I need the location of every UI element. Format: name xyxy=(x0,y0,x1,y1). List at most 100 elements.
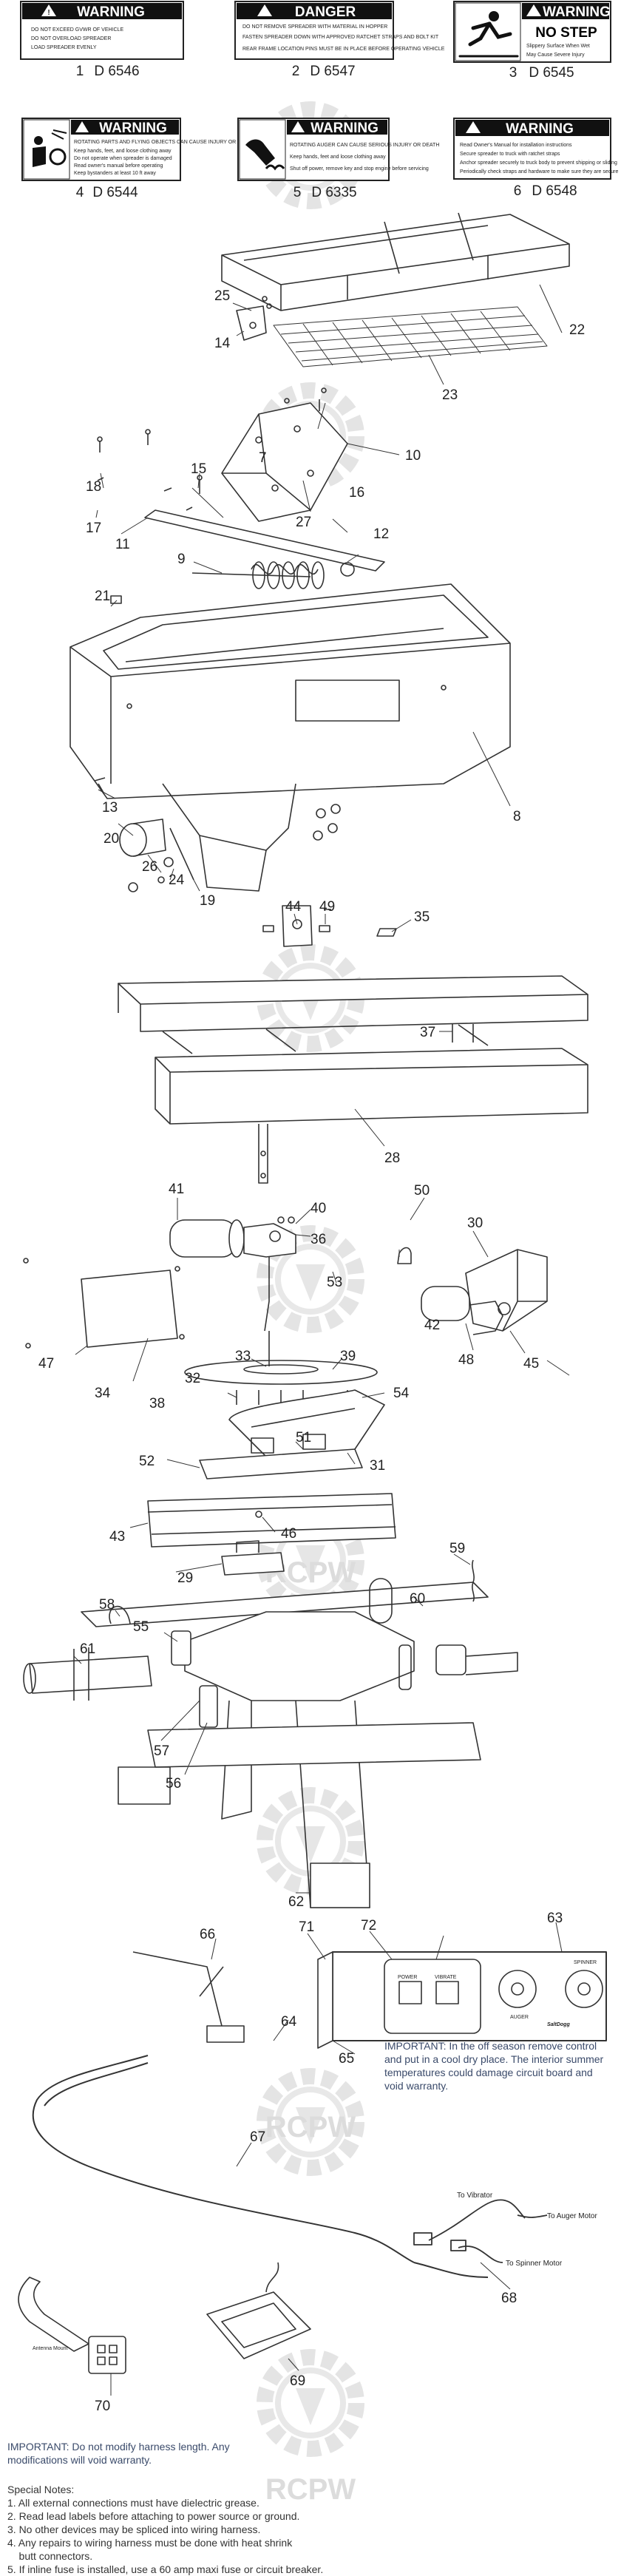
decal-6-header: WARNING xyxy=(506,121,574,137)
part-pins-right xyxy=(398,1644,518,1690)
decal-1-line-3: LOAD SPREADER EVENLY xyxy=(31,45,97,50)
callout-15: 15 xyxy=(191,461,206,477)
decal-1-line-1: DO NOT EXCEED GVWR OF VEHICLE xyxy=(31,27,123,33)
callout-26: 26 xyxy=(142,859,157,875)
decal-4-line-4: Read owner's manual before operating xyxy=(74,163,163,169)
decal-3: WARNING NO STEP Slippery Surface When We… xyxy=(453,1,611,81)
controller-brand: SaltDogg xyxy=(547,2022,570,2027)
decal-1-header: WARNING xyxy=(77,4,145,20)
callout-27: 27 xyxy=(296,515,311,530)
decal-6-line-2: Secure spreader to truck with ratchet st… xyxy=(460,152,560,157)
special-note-5: 5. If inline fuse is installed, use a 60… xyxy=(7,2563,324,2575)
label-antenna-mount: Antenna Mount xyxy=(33,2346,68,2351)
callout-38: 38 xyxy=(149,1396,165,1411)
part-62-hitch xyxy=(81,1578,489,1908)
decal-4-code: D 6544 xyxy=(92,185,138,200)
callout-47: 47 xyxy=(38,1356,54,1372)
decal-4-line-1: ROTATING PARTS AND FLYING OBJECTS CAN CA… xyxy=(74,140,254,145)
part-69-bag xyxy=(206,2262,311,2359)
callout-36: 36 xyxy=(310,1232,326,1247)
decal-5-number: 5 xyxy=(293,185,302,200)
special-notes-title: Special Notes: xyxy=(7,2484,75,2495)
callout-33: 33 xyxy=(235,1349,251,1364)
callout-32: 32 xyxy=(185,1371,200,1386)
callout-46: 46 xyxy=(281,1526,296,1542)
controller-auger-label: AUGER xyxy=(510,2015,529,2020)
callout-22: 22 xyxy=(569,322,585,338)
callout-25: 25 xyxy=(214,288,230,304)
callout-40: 40 xyxy=(310,1201,326,1216)
decal-6-line-3: Anchor spreader securely to truck body t… xyxy=(460,160,617,166)
callout-12: 12 xyxy=(373,526,389,542)
part-31-chute xyxy=(228,1389,385,1465)
slip-hazard-icon xyxy=(458,11,519,58)
callout-42: 42 xyxy=(424,1318,440,1333)
special-note-4: 4. Any repairs to wiring harness must be… xyxy=(7,2537,293,2549)
special-notes: Special Notes: 1. All external connectio… xyxy=(7,2483,614,2576)
decal-3-subheader: NO STEP xyxy=(535,25,597,41)
decal-1-line-2: DO NOT OVERLOAD SPREADER xyxy=(31,36,111,41)
part-41-motor xyxy=(169,1216,296,1332)
callout-16: 16 xyxy=(349,485,364,501)
decal-5-line-3: Shut off power, remove key and stop engi… xyxy=(290,166,429,172)
callout-57: 57 xyxy=(154,1743,169,1759)
part-32-spinner-disc xyxy=(184,1331,378,1405)
callout-62: 62 xyxy=(288,1894,304,1910)
decal-2-line-2: FASTEN SPREADER DOWN WITH APPROVED RATCH… xyxy=(242,35,439,40)
decal-4-header: WARNING xyxy=(99,121,167,136)
part-11-flap xyxy=(144,509,385,572)
callout-63: 63 xyxy=(547,1911,563,1926)
part-34-plate xyxy=(23,1258,185,1349)
callout-54: 54 xyxy=(393,1386,410,1401)
part-52-deflector xyxy=(199,1434,363,1479)
callout-10: 10 xyxy=(405,448,421,464)
part-20-motor xyxy=(119,804,341,892)
callout-60: 60 xyxy=(410,1591,425,1607)
part-67-harness xyxy=(32,2055,489,2278)
decal-3-line-2: May Cause Severe Injury xyxy=(526,52,585,58)
callout-20: 20 xyxy=(104,831,119,847)
special-note-2: 2. Read lead labels before attaching to … xyxy=(7,2510,300,2522)
callout-43: 43 xyxy=(109,1529,125,1545)
part-63-controller xyxy=(317,1951,607,2049)
decal-4-line-2: Keep hands, feet, and loose clothing awa… xyxy=(74,149,172,154)
callout-52: 52 xyxy=(139,1454,155,1469)
callout-29: 29 xyxy=(177,1570,193,1586)
callout-14: 14 xyxy=(214,336,231,351)
part-23-grate xyxy=(273,306,548,367)
callout-72: 72 xyxy=(361,1918,376,1933)
label-to-vibrator: To Vibrator xyxy=(457,2192,493,2200)
decal-6-line-4: Periodically check straps and hardware t… xyxy=(460,169,618,174)
decal-1-number: 1 xyxy=(76,64,84,79)
part-9-auger xyxy=(191,561,355,589)
callout-8: 8 xyxy=(513,809,521,824)
controller-important-note: IMPORTANT: In the off season remove cont… xyxy=(384,2040,604,2092)
decal-2-number: 2 xyxy=(292,64,300,79)
callout-24: 24 xyxy=(169,872,185,888)
controller-spinner-label: SPINNER xyxy=(574,1960,597,1965)
callout-48: 48 xyxy=(458,1352,474,1368)
callout-51: 51 xyxy=(296,1430,311,1445)
label-to-auger-motor: To Auger Motor xyxy=(547,2212,597,2220)
callout-7: 7 xyxy=(259,450,267,466)
callout-labels: 25 14 22 23 10 7 27 15 16 12 18 17 11 9 … xyxy=(38,288,585,2414)
part-10-motor-housing xyxy=(221,387,348,522)
callout-64: 64 xyxy=(281,2014,297,2030)
decal-5: WARNING ROTATING AUGER CAN CAUSE SERIOUS… xyxy=(237,118,439,200)
part-70-mount xyxy=(18,2277,126,2374)
callout-59: 59 xyxy=(449,1541,465,1556)
part-66-antenna xyxy=(132,1951,245,2043)
callout-13: 13 xyxy=(102,800,118,816)
part-30-spinner-mount xyxy=(397,1247,548,1335)
callout-67: 67 xyxy=(250,2129,265,2145)
harness-labels: To Vibrator To Auger Motor To Spinner Mo… xyxy=(33,2192,597,2351)
watermark-text-3: RCPW xyxy=(265,2111,356,2143)
callout-11: 11 xyxy=(115,537,130,552)
rotating-parts-icon xyxy=(33,129,67,167)
decal-6-number: 6 xyxy=(514,183,522,199)
decal-1-code: D 6546 xyxy=(94,64,139,79)
callout-45: 45 xyxy=(523,1356,539,1372)
harness-important-note: IMPORTANT: Do not modify harness length.… xyxy=(7,2441,230,2466)
part-55-57-hardware xyxy=(109,1605,218,1728)
callout-69: 69 xyxy=(290,2373,305,2389)
